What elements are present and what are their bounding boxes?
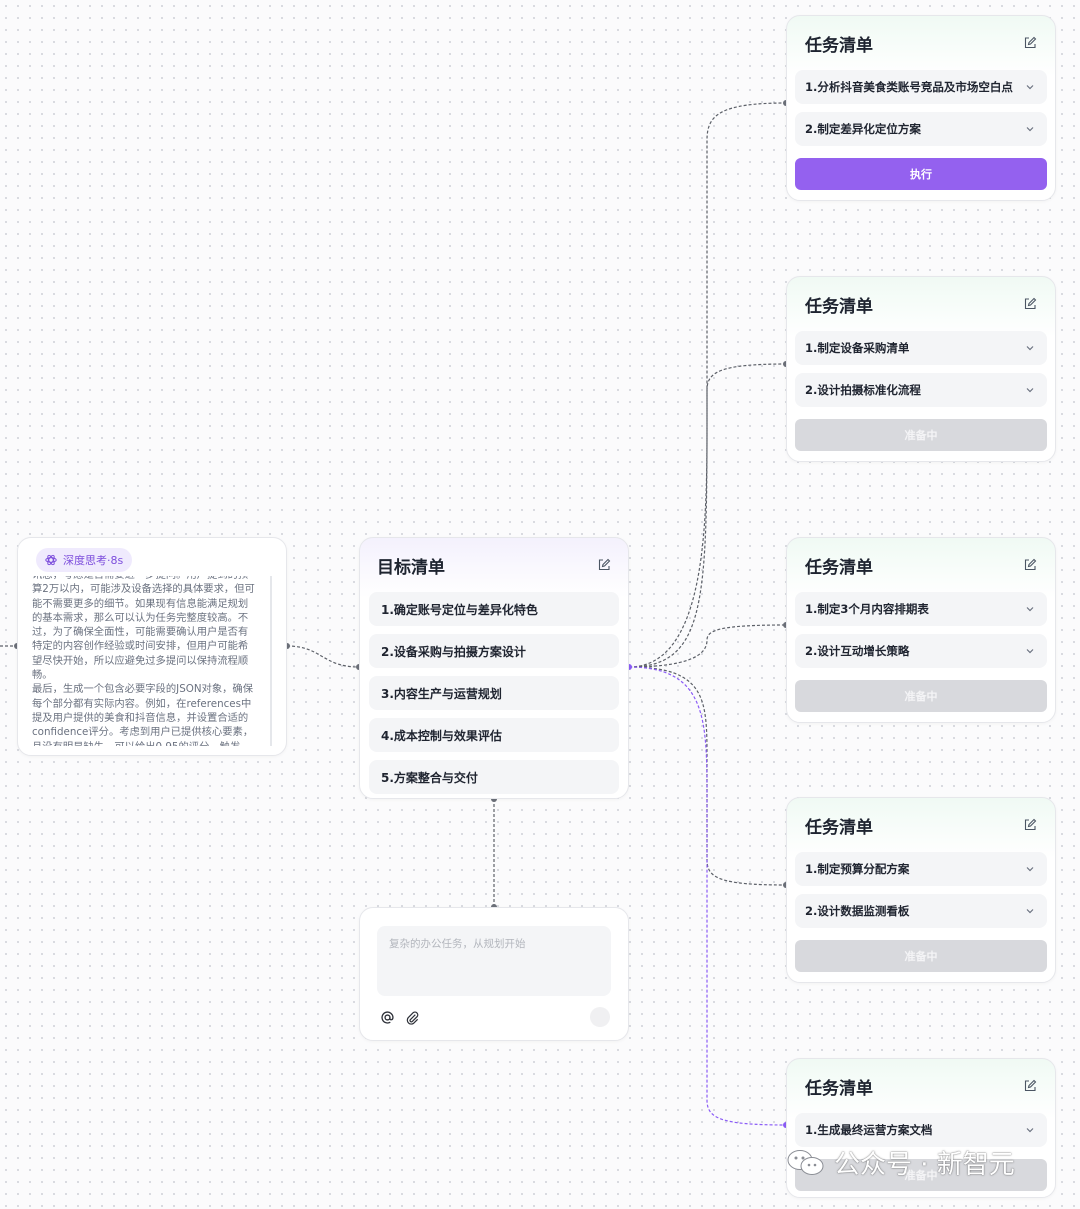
edge-goal-to-task4 [628,666,787,886]
task-item-label: 2.设计拍摄标准化流程 [805,383,921,397]
thinking-paragraph: 讯息，考虑是否需要进一步提问。用户提到的预算2万以内，可能涉及设备选择的具体要求… [32,576,255,682]
chevron-down-icon[interactable] [1025,343,1035,353]
task-list-title: 任务清单 [805,296,873,317]
atom-icon [45,554,57,566]
preparing-button[interactable]: 准备中 [795,940,1047,972]
preparing-button[interactable]: 准备中 [795,419,1047,451]
goal-item-label: 1.确定账号定位与差异化特色 [381,602,538,617]
edge-goal-to-task5 [628,666,787,1126]
deep-thinking-label: 深度思考·8s [63,554,124,567]
task-item-label: 1.分析抖音美食类账号竞品及市场空白点 [805,80,1013,94]
thinking-text-scroll[interactable]: 讯息，考虑是否需要进一步提问。用户提到的预算2万以内，可能涉及设备选择的具体要求… [32,576,272,746]
edge-goal-to-task1 [628,102,787,668]
edit-icon[interactable] [1023,1079,1037,1093]
task-input-placeholder: 复杂的办公任务，从规划开始 [389,938,526,950]
execute-button[interactable]: 执行 [795,158,1047,190]
task-list-node-2[interactable]: 任务清单 1.制定设备采购清单 2.设计拍摄标准化流程 准备中 [786,276,1056,462]
deep-thinking-node[interactable]: 深度思考·8s 讯息，考虑是否需要进一步提问。用户提到的预算2万以内，可能涉及设… [17,537,287,756]
task-list-title: 任务清单 [805,1078,873,1099]
watermark-text: 公众号 · 新智元 [834,1150,1015,1180]
deep-thinking-badge[interactable]: 深度思考·8s [36,548,133,572]
task-item[interactable]: 2.制定差异化定位方案 [795,112,1047,146]
chevron-down-icon[interactable] [1025,82,1035,92]
preparing-button[interactable]: 准备中 [795,1159,1047,1191]
goal-bottom-port[interactable] [491,796,497,802]
goal-item[interactable]: 3.内容生产与运营规划 [369,676,619,710]
at-icon[interactable] [380,1010,395,1025]
edge-goal-to-task3 [628,624,787,668]
watermark: 公众号 · 新智元 [786,1144,1015,1181]
goal-item-label: 5.方案整合与交付 [381,770,478,785]
task-item[interactable]: 2.设计拍摄标准化流程 [795,373,1047,407]
task-list-node-1[interactable]: 任务清单 1.分析抖音美食类账号竞品及市场空白点 2.制定差异化定位方案 执行 [786,15,1056,201]
chevron-down-icon[interactable] [1025,1125,1035,1135]
thinking-paragraph: 最后，生成一个包含必要字段的JSON对象，确保每个部分都有实际内容。例如，在re… [32,683,254,746]
goal-item[interactable]: 2.设备采购与拍摄方案设计 [369,634,619,668]
task-item-label: 2.设计数据监测看板 [805,904,910,918]
task-item-label: 1.制定设备采购清单 [805,341,910,355]
goal-item[interactable]: 1.确定账号定位与差异化特色 [369,592,619,626]
task-input-field[interactable]: 复杂的办公任务，从规划开始 [377,926,611,996]
goal-item[interactable]: 5.方案整合与交付 [369,760,619,794]
task-item-label: 2.设计互动增长策略 [805,644,910,658]
edit-icon[interactable] [597,558,611,572]
send-button[interactable] [590,1007,610,1027]
task-list-title: 任务清单 [805,817,873,838]
task-list-title: 任务清单 [805,35,873,56]
edit-icon[interactable] [1023,297,1037,311]
task-input-node[interactable]: 复杂的办公任务，从规划开始 [359,907,629,1041]
goal-list-node[interactable]: 目标清单 1.确定账号定位与差异化特色 2.设备采购与拍摄方案设计 3.内容生产… [359,537,629,799]
edit-icon[interactable] [1023,558,1037,572]
paperclip-icon[interactable] [405,1010,420,1025]
goal-item-label: 2.设备采购与拍摄方案设计 [381,644,526,659]
goal-output-port[interactable] [626,664,632,670]
edit-icon[interactable] [1023,818,1037,832]
chevron-down-icon[interactable] [1025,864,1035,874]
chevron-down-icon[interactable] [1025,646,1035,656]
goal-item-label: 3.内容生产与运营规划 [381,686,502,701]
task-item[interactable]: 2.设计互动增长策略 [795,634,1047,668]
task-item-label: 2.制定差异化定位方案 [805,122,921,136]
task-item-label: 1.生成最终运营方案文档 [805,1123,933,1137]
chevron-down-icon[interactable] [1025,124,1035,134]
task-item-label: 1.制定3个月内容排期表 [805,602,929,616]
task-list-title: 任务清单 [805,557,873,578]
preparing-button[interactable]: 准备中 [795,680,1047,712]
chevron-down-icon[interactable] [1025,906,1035,916]
chevron-down-icon[interactable] [1025,604,1035,614]
edit-icon[interactable] [1023,36,1037,50]
edge-thinking-to-goal [286,645,360,668]
task-item-label: 1.制定预算分配方案 [805,862,910,876]
goal-item-label: 4.成本控制与效果评估 [381,728,502,743]
chevron-down-icon[interactable] [1025,385,1035,395]
task-list-node-4[interactable]: 任务清单 1.制定预算分配方案 2.设计数据监测看板 准备中 [786,797,1056,983]
task-item[interactable]: 1.制定预算分配方案 [795,852,1047,886]
task-item[interactable]: 2.设计数据监测看板 [795,894,1047,928]
thinking-output-port[interactable] [284,643,290,649]
task-list-node-3[interactable]: 任务清单 1.制定3个月内容排期表 2.设计互动增长策略 准备中 [786,537,1056,723]
task-list-node-5[interactable]: 任务清单 1.生成最终运营方案文档 准备中 [786,1058,1056,1198]
task-item[interactable]: 1.制定设备采购清单 [795,331,1047,365]
task-item[interactable]: 1.分析抖音美食类账号竞品及市场空白点 [795,70,1047,104]
goal-list-title: 目标清单 [377,557,445,578]
wechat-icon [787,1149,824,1175]
edge-goal-to-task2 [628,363,787,668]
task-item[interactable]: 1.生成最终运营方案文档 [795,1113,1047,1147]
task-item[interactable]: 1.制定3个月内容排期表 [795,592,1047,626]
goal-item[interactable]: 4.成本控制与效果评估 [369,718,619,752]
